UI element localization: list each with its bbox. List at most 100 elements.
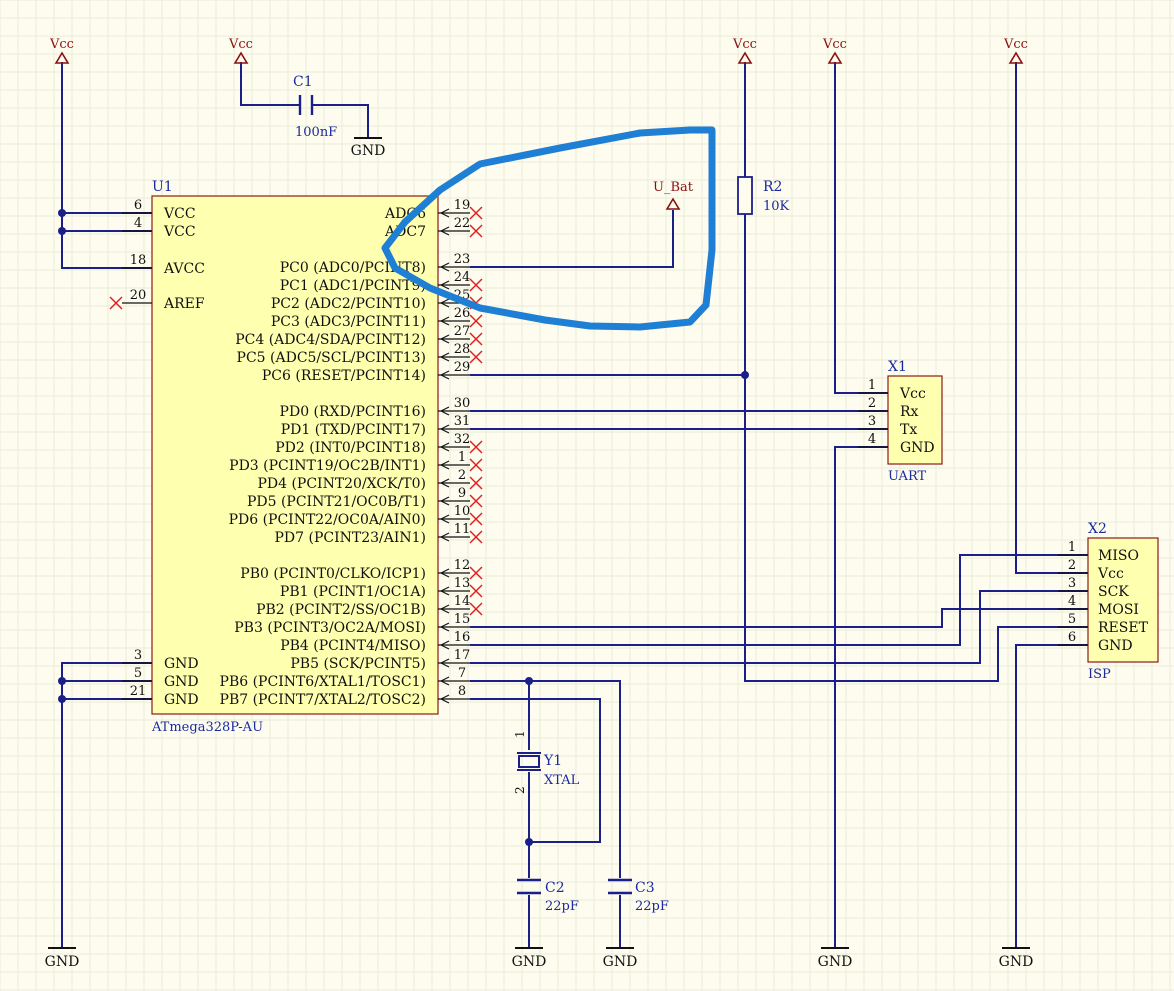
pin-name: RESET (1098, 620, 1149, 636)
pin-direction-icon (439, 424, 450, 434)
r2-designator: R2 (763, 179, 782, 195)
pin-number: 5 (1068, 612, 1076, 627)
junction-dot (525, 838, 533, 846)
pin-number: 23 (454, 252, 471, 267)
u1-designator: U1 (152, 179, 173, 195)
pin-name: AVCC (163, 261, 205, 277)
junction-dot (58, 695, 66, 703)
wire-vcc-left (61, 62, 152, 269)
c2-value: 22pF (545, 899, 579, 914)
pin-number: 16 (454, 630, 471, 645)
pin-name: Vcc (1097, 566, 1124, 582)
pin-direction-icon (439, 352, 450, 362)
pin-name: PB1 (PCINT1/OC1A) (280, 584, 426, 600)
x2-body (1087, 537, 1159, 663)
pin-number: 4 (868, 432, 876, 447)
r2-value: 10K (763, 199, 790, 214)
wire-uart-vcc (834, 62, 888, 394)
no-connect-icon (469, 350, 483, 364)
x1-designator: X1 (888, 359, 907, 375)
x1-body (887, 375, 943, 465)
gnd-port: GND (351, 137, 385, 159)
pin-direction-icon (439, 208, 450, 218)
pin-name: VCC (163, 224, 196, 240)
pin-number: 10 (454, 504, 471, 519)
pin-name: PB2 (PCINT2/SS/OC1B) (256, 602, 426, 618)
gnd-label: GND (45, 954, 80, 970)
c3-designator: C3 (635, 880, 655, 896)
no-connect-icon (469, 602, 483, 616)
x1-pin[interactable]: 3Tx (858, 414, 917, 438)
pin-number: 7 (458, 666, 466, 681)
c3-value: 22pF (635, 899, 669, 914)
pin-number: 24 (454, 270, 471, 285)
vcc-arrow-icon (233, 51, 249, 64)
junction-dot (58, 209, 66, 217)
pin-name: SCK (1098, 584, 1129, 600)
pin-number: 2 (458, 468, 466, 483)
capacitor-c1[interactable]: C1 100nF (293, 74, 337, 140)
u1-mcu[interactable]: U1 ATmega328P-AU 6VCC4VCC18AVCC20AREF3GN… (109, 179, 483, 735)
gnd-label: GND (603, 954, 638, 970)
x1-pin[interactable]: 2Rx (858, 396, 919, 420)
pin-number: 5 (134, 666, 142, 681)
wire-c1-vcc (240, 62, 300, 106)
capacitor-c3[interactable]: C3 22pF (608, 878, 669, 914)
c1-value: 100nF (295, 125, 337, 140)
capacitor-c2[interactable]: C2 22pF (517, 878, 579, 914)
wire-r2-reset (744, 214, 1088, 682)
pin-number: 13 (454, 576, 471, 591)
gnd-label: GND (512, 954, 547, 970)
resistor-r2[interactable]: R2 10K (737, 176, 790, 215)
vcc-arrow-icon (54, 51, 70, 64)
u-bat-port[interactable]: U_Bat (653, 180, 694, 210)
pin-name: PC5 (ADC5/SCL/PCINT13) (237, 350, 426, 366)
crystal-y1[interactable]: Y1 XTAL 1 2 (513, 730, 580, 794)
pin-name: VCC (163, 206, 196, 222)
pin-name: PD7 (PCINT23/AIN1) (274, 530, 426, 546)
pin-number: 17 (454, 648, 471, 663)
pin-name: GND (164, 692, 199, 708)
